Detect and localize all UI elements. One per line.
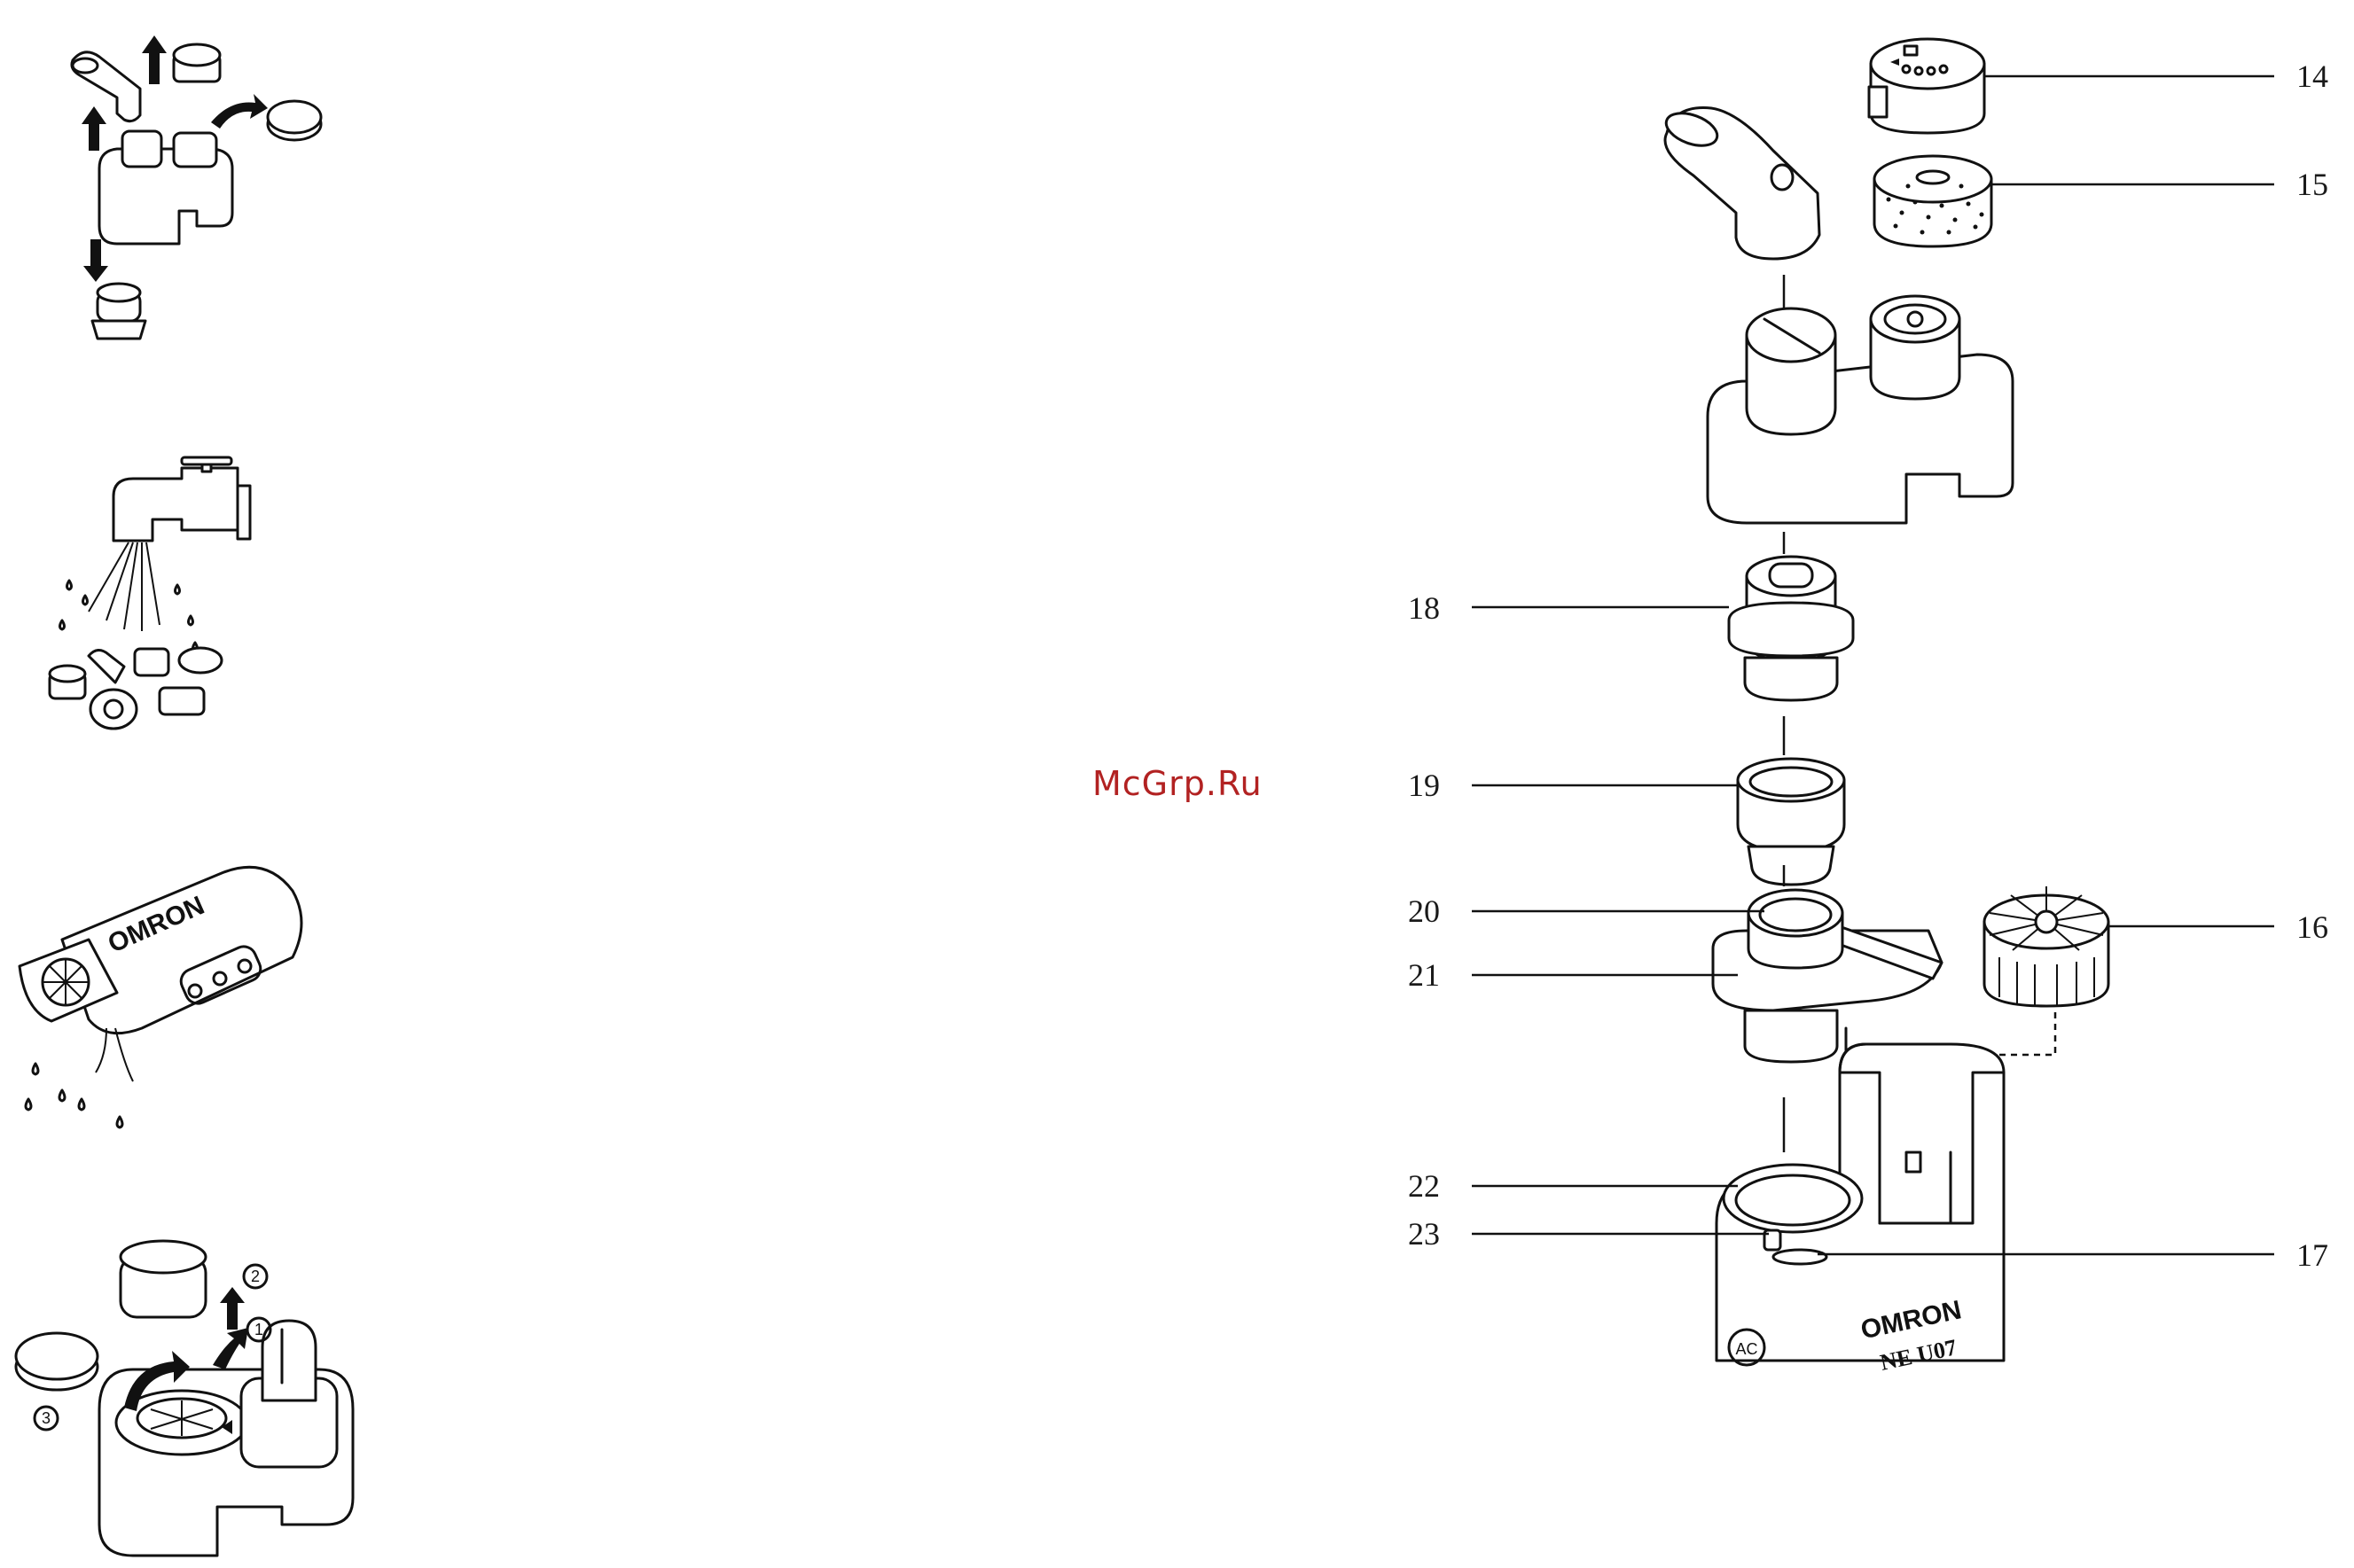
step-1-label: 1 — [254, 1321, 263, 1338]
part-16-fan — [1984, 886, 2108, 1006]
callout-19: 19 — [1408, 768, 1440, 803]
callout-17: 17 — [2296, 1237, 2328, 1273]
part-18-collar — [1729, 557, 1853, 700]
panel-draining: OMRON — [20, 867, 301, 1127]
callout-22: 22 — [1408, 1168, 1440, 1204]
callout-16: 16 — [2296, 909, 2328, 945]
part-15-filter — [1874, 156, 1991, 246]
main-unit: AC OMRON NE U07 — [1717, 1044, 2004, 1376]
mouthpiece — [1662, 107, 1819, 259]
panel-steps: 2 1 3 — [16, 1241, 353, 1556]
callout-15: 15 — [2296, 167, 2328, 202]
part-19-ring — [1738, 759, 1844, 885]
callout-21: 21 — [1408, 957, 1440, 993]
part-14-cap — [1869, 39, 1984, 133]
watermark: McGrp.Ru — [1092, 764, 1263, 803]
step-2-label: 2 — [251, 1268, 260, 1285]
part-20-21-cup — [1713, 890, 1942, 1062]
top-housing — [1708, 296, 2013, 523]
panel-washing — [50, 457, 250, 729]
callout-14: 14 — [2296, 59, 2328, 94]
panel-disassembly — [72, 35, 321, 339]
callout-23: 23 — [1408, 1216, 1440, 1252]
step-3-label: 3 — [42, 1409, 51, 1427]
water-drops — [60, 581, 198, 651]
ac-label: AC — [1735, 1340, 1757, 1358]
callout-18: 18 — [1408, 590, 1440, 626]
callout-20: 20 — [1408, 893, 1440, 929]
